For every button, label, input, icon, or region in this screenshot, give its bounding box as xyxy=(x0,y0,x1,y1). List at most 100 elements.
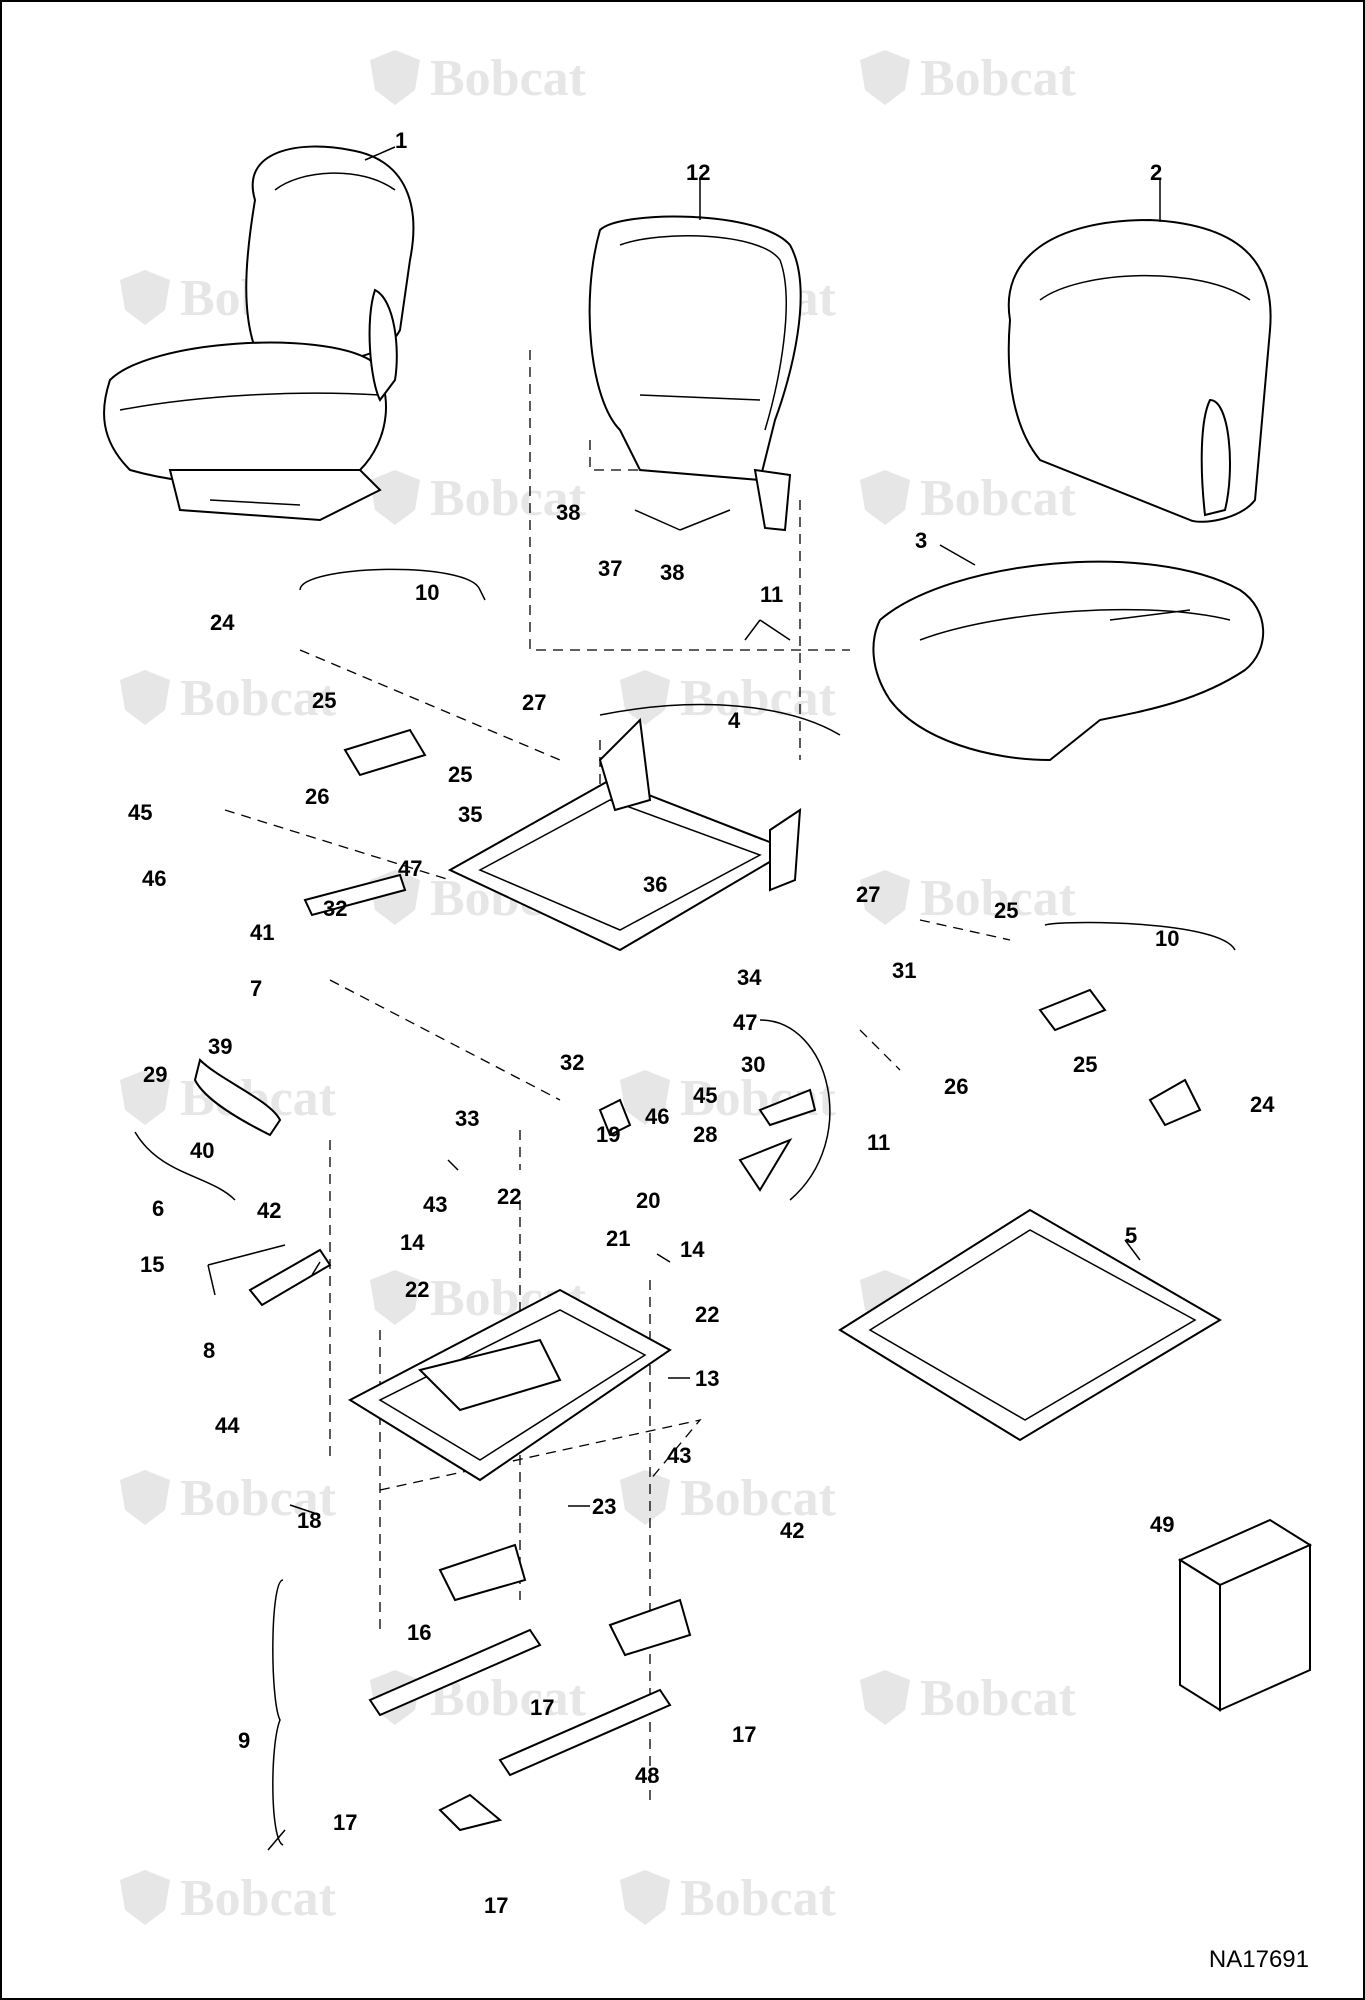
callout-22-c: 22 xyxy=(695,1302,719,1327)
callout-24-right: 24 xyxy=(1250,1092,1275,1117)
callout-7: 7 xyxy=(250,976,262,1001)
watermark-text: Bobcat xyxy=(680,1870,837,1927)
callout-11-right: 11 xyxy=(867,1130,890,1155)
watermark-logo-icon xyxy=(860,50,910,105)
callout-45-left: 45 xyxy=(128,800,152,825)
callout-19: 19 xyxy=(596,1122,620,1147)
callout-45-right: 45 xyxy=(693,1083,717,1108)
callout-14-left: 14 xyxy=(400,1230,425,1255)
seat-cushion xyxy=(872,560,1265,762)
callout-15: 15 xyxy=(140,1252,164,1277)
watermark-logo-icon xyxy=(370,1270,420,1325)
callout-43-right: 43 xyxy=(667,1443,691,1468)
leader-lines xyxy=(134,146,1236,1851)
callout-13: 13 xyxy=(695,1366,719,1391)
callout-25-d: 25 xyxy=(1073,1052,1097,1077)
callout-39: 39 xyxy=(208,1034,232,1059)
watermark-text: Bobcat xyxy=(180,1470,337,1527)
callout-17-a: 17 xyxy=(530,1695,554,1720)
callout-37: 37 xyxy=(598,556,622,581)
callout-34: 34 xyxy=(737,965,762,990)
small-components xyxy=(193,728,1202,1307)
watermark-logo-icon xyxy=(120,1870,170,1925)
watermark-text: Bobcat xyxy=(180,1870,337,1927)
callout-29: 29 xyxy=(143,1062,167,1087)
watermark-logo-icon xyxy=(620,1870,670,1925)
callout-43-left: 43 xyxy=(423,1192,447,1217)
callout-47-right: 47 xyxy=(733,1010,757,1035)
callout-20: 20 xyxy=(636,1188,660,1213)
callout-9: 9 xyxy=(238,1728,250,1753)
watermark-logo-icon xyxy=(860,870,910,925)
callout-11-top: 11 xyxy=(760,582,783,607)
suspension-base xyxy=(347,1288,672,1482)
callout-30: 30 xyxy=(741,1052,765,1077)
watermark-logo-icon xyxy=(370,470,420,525)
watermark-text: Bobcat xyxy=(920,870,1077,927)
callout-17-c: 17 xyxy=(333,1810,357,1835)
callout-22-a: 22 xyxy=(497,1184,521,1209)
callout-17-b: 17 xyxy=(732,1722,756,1747)
watermark-logo-icon xyxy=(120,1070,170,1125)
watermark-logo-icon xyxy=(620,1470,670,1525)
watermark-logo-icon xyxy=(120,670,170,725)
callout-17-d: 17 xyxy=(484,1893,508,1918)
callout-44: 44 xyxy=(215,1413,240,1438)
callout-14-right: 14 xyxy=(680,1237,705,1262)
watermark-logo-icon xyxy=(860,1670,910,1725)
callout-8: 8 xyxy=(203,1338,215,1363)
watermark-logo-icon xyxy=(370,50,420,105)
callout-33: 33 xyxy=(455,1106,479,1131)
callout-25-b: 25 xyxy=(448,762,472,787)
callout-42-right: 42 xyxy=(780,1518,804,1543)
callout-25-a: 25 xyxy=(312,688,336,713)
callout-12: 12 xyxy=(686,160,710,185)
complete-seat-assembly xyxy=(103,145,415,522)
callout-3: 3 xyxy=(915,528,927,553)
callout-49: 49 xyxy=(1150,1512,1174,1537)
watermark-text: Bobcat xyxy=(680,1470,837,1527)
callout-35: 35 xyxy=(458,802,482,827)
callout-5: 5 xyxy=(1125,1223,1137,1248)
callout-38-a: 38 xyxy=(556,500,580,525)
callout-28: 28 xyxy=(693,1122,717,1147)
watermark-text: Bobcat xyxy=(920,1670,1077,1727)
watermark-logo-icon xyxy=(120,270,170,325)
callout-32-a: 32 xyxy=(323,896,347,921)
callout-21: 21 xyxy=(606,1226,630,1251)
callout-41: 41 xyxy=(250,920,274,945)
callout-10-left: 10 xyxy=(415,580,439,605)
callout-1: 1 xyxy=(395,128,407,153)
watermark-text: Bobcat xyxy=(430,470,587,527)
box-49 xyxy=(1177,1518,1313,1712)
callout-38-b: 38 xyxy=(660,560,684,585)
callout-23: 23 xyxy=(592,1494,616,1519)
reference-number: NA17691 xyxy=(1208,1946,1309,1973)
seat-pan-frame xyxy=(447,717,802,952)
callout-48: 48 xyxy=(635,1763,659,1788)
callout-22-b: 22 xyxy=(405,1277,429,1302)
callout-32-b: 32 xyxy=(560,1050,584,1075)
watermark-text: Bobcat xyxy=(430,50,587,107)
callout-27-top: 27 xyxy=(522,690,546,715)
callout-47-left: 47 xyxy=(398,856,422,881)
callout-4: 4 xyxy=(728,708,741,733)
callout-labels: 1 2 3 4 5 6 7 8 9 10 10 11 11 12 13 14 1… xyxy=(128,128,1275,1918)
callout-40: 40 xyxy=(190,1138,214,1163)
watermark-logo-icon xyxy=(860,470,910,525)
seat-tray xyxy=(838,1208,1222,1442)
callout-46-right: 46 xyxy=(645,1104,669,1129)
watermark-text: Bobcat xyxy=(920,50,1077,107)
watermark-text: Bobcat xyxy=(180,670,337,727)
callout-31: 31 xyxy=(892,958,916,983)
seat-back-frame xyxy=(588,215,802,532)
callout-27-right: 27 xyxy=(856,882,880,907)
callout-36: 36 xyxy=(643,872,667,897)
callout-6: 6 xyxy=(152,1196,164,1221)
callout-46-left: 46 xyxy=(142,866,166,891)
callout-25-c: 25 xyxy=(994,898,1018,923)
watermark-logo-icon xyxy=(620,1070,670,1125)
seat-back-cushion xyxy=(1007,218,1272,523)
